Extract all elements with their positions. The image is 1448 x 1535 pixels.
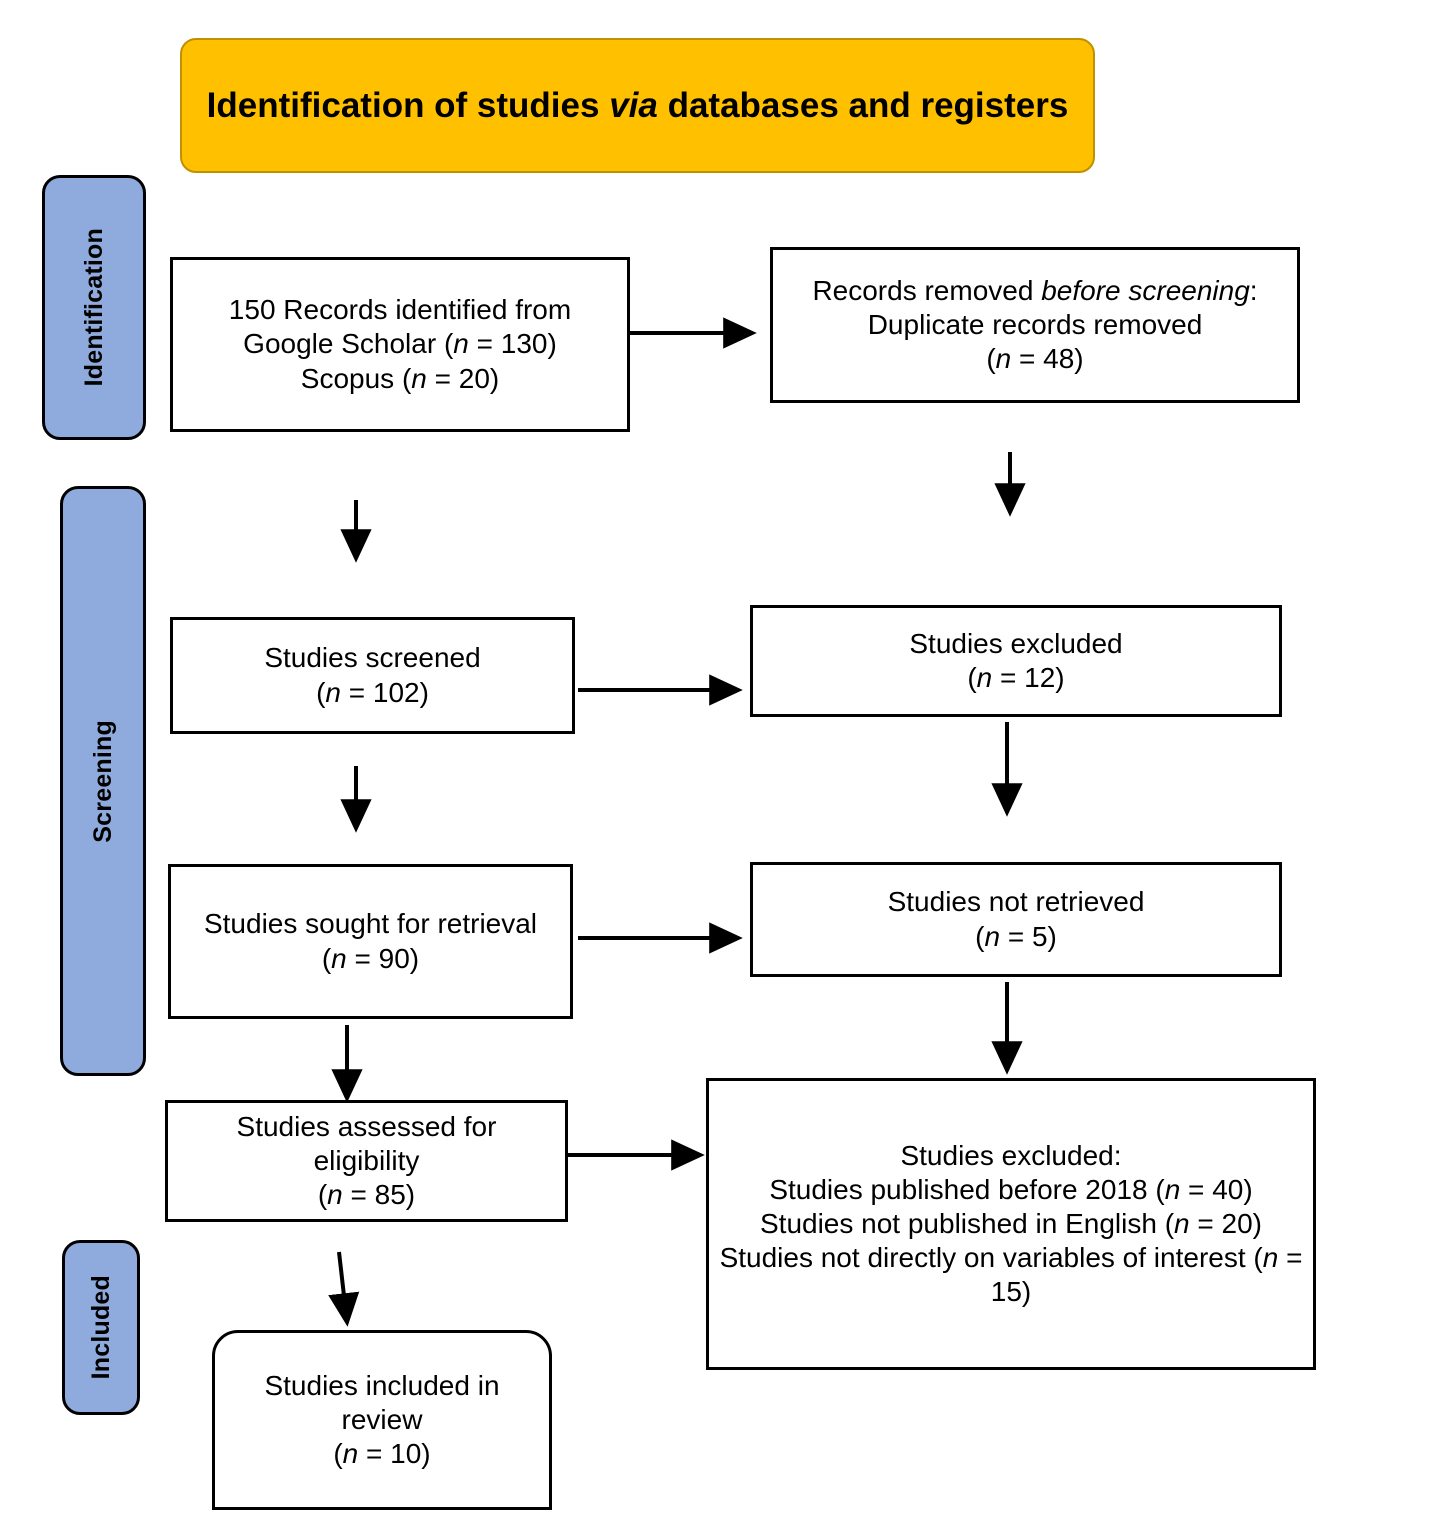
stage-sidebar-screening: Screening	[60, 486, 146, 1076]
studies-excluded-eligibility-line2: Studies published before 2018 (n = 40)	[769, 1173, 1253, 1205]
studies-excluded-eligibility-line4: Studies not directly on variables of int…	[719, 1242, 1303, 1308]
box-studies-not-retrieved: Studies not retrieved (n = 5)	[750, 862, 1282, 977]
box-studies-screened: Studies screened (n = 102)	[170, 617, 575, 734]
studies-included-line2: review	[341, 1403, 423, 1435]
studies-assessed-line3: (n = 85)	[317, 1179, 416, 1211]
studies-not-retrieved-line2: (n = 5)	[975, 920, 1057, 952]
box-studies-excluded-eligibility: Studies excluded: Studies published befo…	[706, 1078, 1316, 1370]
stage-sidebar-included: Included	[62, 1240, 140, 1415]
studies-excluded-eligibility-line1: Studies excluded:	[900, 1139, 1122, 1171]
box-records-identified: 150 Records identified from Google Schol…	[170, 257, 630, 432]
records-removed-line1: Records removed before screening:	[812, 274, 1258, 306]
stage-label-identification: Identification	[79, 228, 108, 387]
banner-title-part1: Identification of studies	[206, 85, 610, 125]
stage-sidebar-identification: Identification	[42, 175, 146, 440]
studies-not-retrieved-line1: Studies not retrieved	[887, 886, 1145, 918]
records-removed-line2: Duplicate records removed	[867, 308, 1203, 340]
banner-title-italic: via	[609, 85, 658, 125]
box-records-removed-before-screening: Records removed before screening: Duplic…	[770, 247, 1300, 403]
studies-screened-line1: Studies screened	[264, 642, 481, 674]
box-studies-included-in-review: Studies included in review (n = 10)	[212, 1330, 552, 1510]
records-removed-line3: (n = 48)	[986, 343, 1084, 375]
studies-sought-line2: (n = 90)	[321, 942, 420, 974]
studies-assessed-line1: Studies assessed for	[236, 1110, 497, 1142]
records-identified-line3: Scopus (n = 20)	[300, 362, 500, 394]
box-studies-excluded-screening: Studies excluded (n = 12)	[750, 605, 1282, 717]
studies-assessed-line2: eligibility	[313, 1144, 420, 1176]
studies-sought-line1: Studies sought for retrieval	[203, 908, 538, 940]
stage-label-included: Included	[86, 1275, 115, 1380]
studies-excluded-screening-line2: (n = 12)	[967, 662, 1065, 693]
box-studies-assessed-for-eligibility: Studies assessed for eligibility (n = 85…	[165, 1100, 568, 1222]
studies-screened-line2: (n = 102)	[316, 676, 429, 708]
banner-identification-via-databases: Identification of studies via databases …	[180, 38, 1095, 173]
studies-excluded-screening-line1: Studies excluded	[909, 627, 1123, 659]
studies-included-line1: Studies included in	[264, 1369, 500, 1401]
box-studies-sought-for-retrieval: Studies sought for retrieval (n = 90)	[168, 864, 573, 1019]
banner-title-part2: databases and registers	[657, 85, 1069, 125]
records-identified-line1: 150 Records identified from	[228, 294, 572, 326]
studies-excluded-eligibility-line3: Studies not published in English (n = 20…	[759, 1207, 1262, 1239]
records-identified-line2: Google Scholar (n = 130)	[243, 328, 557, 360]
studies-included-line3: (n = 10)	[333, 1438, 431, 1470]
arrow-assessed-to-included	[328, 1251, 360, 1327]
stage-label-screening: Screening	[88, 719, 117, 843]
